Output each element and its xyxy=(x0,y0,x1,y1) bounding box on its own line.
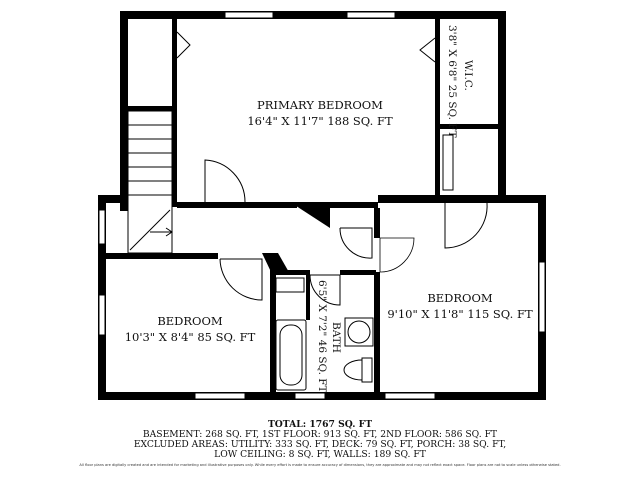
room-dims: 9'10" X 11'8" 115 SQ. FT xyxy=(387,307,533,321)
toilet-tank xyxy=(361,357,373,383)
room-label-bedroom-left: BEDROOM 10'3" X 8'4" 85 SQ. FT xyxy=(110,313,270,345)
room-label-bedroom-right: BEDROOM 9'10" X 11'8" 115 SQ. FT xyxy=(380,290,540,322)
room-name: PRIMARY BEDROOM xyxy=(257,98,383,112)
windows xyxy=(98,11,546,400)
room-dims: 6'5" X 7'2" 46 SQ. FT xyxy=(316,280,328,393)
excluded-areas: EXCLUDED AREAS: UTILITY: 333 SQ. FT, DEC… xyxy=(133,439,507,450)
floor-areas: BASEMENT: 268 SQ. FT, 1ST FLOOR: 913 SQ.… xyxy=(142,429,498,440)
stairs xyxy=(127,110,173,254)
total-area: TOTAL: 1767 SQ. FT xyxy=(267,419,373,430)
room-name: BEDROOM xyxy=(427,291,493,305)
room-name: BEDROOM xyxy=(157,314,223,328)
room-dims: 3'8" X 6'8" 25 SQ. FT xyxy=(446,25,458,138)
room-dims: 16'4" X 11'7" 188 SQ. FT xyxy=(247,114,393,128)
sink xyxy=(344,317,374,347)
bathtub xyxy=(275,319,307,391)
room-name: W.I.C. xyxy=(462,60,474,91)
disclaimer: All floor plans are digitally created an… xyxy=(79,463,561,467)
bath-fixtures xyxy=(275,317,374,391)
room-label-primary-bedroom: PRIMARY BEDROOM 16'4" X 11'7" 188 SQ. FT xyxy=(220,97,420,129)
area-summary: TOTAL: 1767 SQ. FT BASEMENT: 268 SQ. FT,… xyxy=(0,420,640,460)
room-name: BATH xyxy=(330,322,342,353)
excluded-areas-cont: LOW CEILING: 8 SQ. FT, WALLS: 189 SQ. FT xyxy=(214,449,426,460)
room-dims: 10'3" X 8'4" 85 SQ. FT xyxy=(124,330,256,344)
doors xyxy=(176,31,488,306)
